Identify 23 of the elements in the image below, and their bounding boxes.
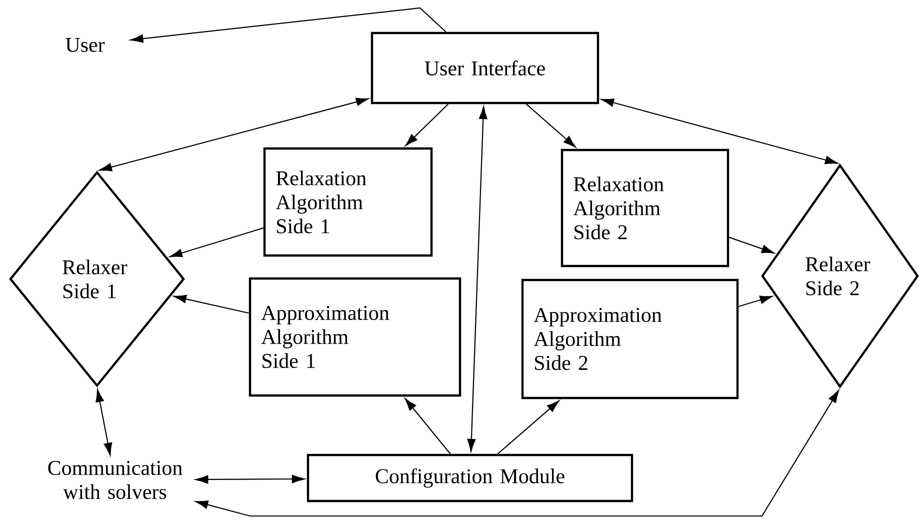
user-label: User: [66, 38, 105, 52]
arrow: [738, 296, 773, 307]
process-box: Approximation Algorithm Side 2: [521, 278, 739, 400]
arrow: [195, 474, 305, 484]
arrow: [195, 390, 840, 517]
process-box: Configuration Module: [306, 454, 634, 502]
note-text: Communication with solvers: [48, 460, 182, 500]
arrow: [174, 294, 250, 314]
arrow: [130, 7, 446, 43]
process-box: Approximation Algorithm Side 1: [248, 277, 462, 397]
arrow: [497, 400, 560, 454]
arrow: [99, 98, 369, 172]
arrow: [467, 106, 488, 452]
arrow: [170, 227, 264, 258]
arrow: [728, 236, 774, 254]
process-box: User Interface: [370, 32, 600, 104]
arrow: [96, 389, 112, 456]
process-box: Relaxation Algorithm Side 2: [560, 148, 730, 268]
arrow: [404, 398, 451, 454]
arrow: [405, 104, 448, 146]
process-box: Relaxation Algorithm Side 1: [263, 147, 433, 257]
arrow: [526, 104, 576, 148]
arrow: [601, 98, 838, 164]
